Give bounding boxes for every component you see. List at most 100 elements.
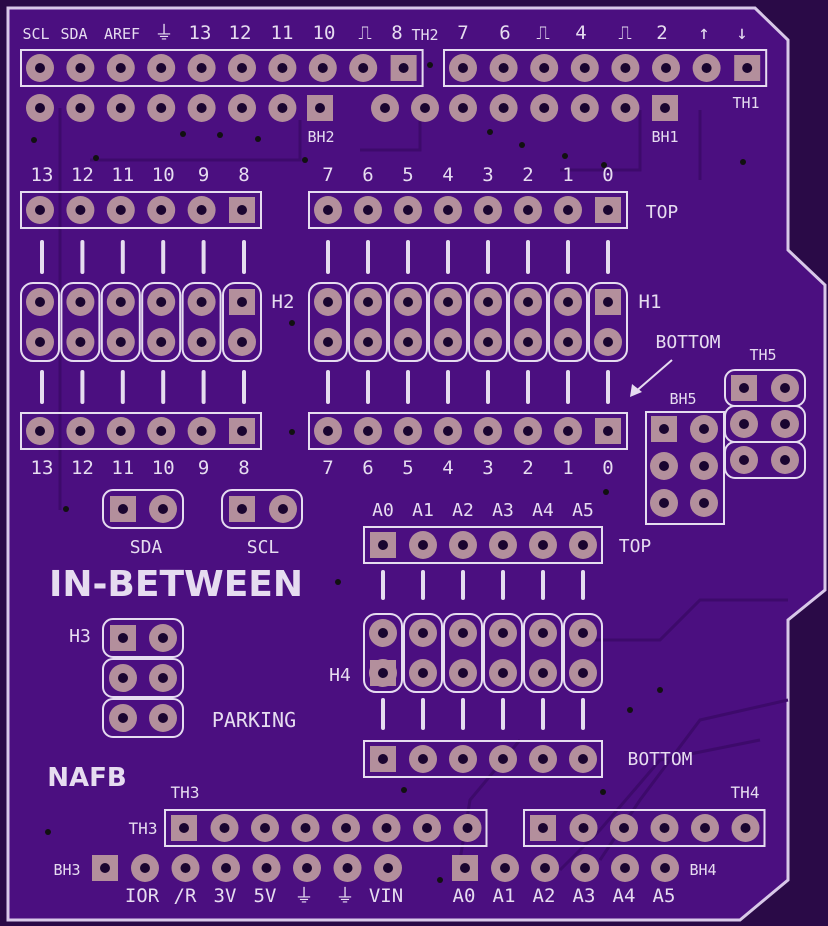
- bh5-pad-l1: [650, 452, 678, 480]
- label-th5: TH5: [749, 346, 776, 364]
- top-header-label-16: 2: [656, 22, 667, 44]
- second-row-right-1: [489, 94, 518, 122]
- pad-drill: [115, 426, 126, 436]
- h4-top-3: [489, 619, 517, 647]
- pad-drill: [523, 337, 533, 347]
- group-left-bottom-label-3: 10: [152, 457, 175, 479]
- pad-drill: [156, 297, 167, 307]
- analog-bottom-row-4: [529, 745, 557, 773]
- h4-bot-3: [489, 659, 517, 687]
- group-right-bottom-row-7: [595, 418, 621, 444]
- via: [289, 429, 295, 435]
- pad-drill: [620, 863, 630, 873]
- th5-pad-r0: [771, 374, 799, 402]
- pad-drill: [578, 823, 589, 833]
- analog-bottom-pad-1: [491, 854, 519, 882]
- dual-cell-outline: [483, 613, 523, 693]
- th5-pad-l0: [731, 375, 757, 401]
- pad-drill: [158, 504, 168, 514]
- th3-header-0: [171, 815, 197, 841]
- h2-top-1: [66, 288, 95, 316]
- second-row-right-3: [570, 94, 599, 122]
- top-right-header-7: [734, 55, 761, 81]
- via: [487, 129, 493, 135]
- bh5-pad-r0: [690, 415, 718, 443]
- group-right-top-label-6: 1: [562, 164, 573, 186]
- pad-drill: [317, 63, 328, 73]
- pad-drill: [579, 63, 590, 73]
- group-left-top-row-1: [66, 196, 95, 224]
- pad-drill: [458, 628, 468, 638]
- th3-header-1: [210, 814, 239, 842]
- power-pad-3: [252, 854, 281, 882]
- via: [255, 136, 261, 142]
- dual-cell-outline: [523, 613, 563, 693]
- pad-drill: [580, 863, 590, 873]
- th4-header-1: [569, 814, 598, 842]
- bottom-analog-label-1: A1: [493, 885, 516, 907]
- header-outline: [20, 191, 262, 229]
- pad-drill: [179, 823, 189, 833]
- trace: [580, 598, 788, 642]
- pad-drill: [620, 63, 631, 73]
- pad-drill: [538, 540, 548, 550]
- pad-drill: [498, 540, 508, 550]
- parking-pad-l2: [109, 704, 137, 732]
- pad-drill: [483, 337, 493, 347]
- pad-drill: [578, 668, 588, 678]
- pad-drill: [603, 337, 613, 347]
- via: [657, 687, 663, 693]
- group-right-top-row-0: [314, 196, 342, 224]
- via: [601, 162, 607, 168]
- parking-pad-l0: [110, 625, 136, 651]
- sda-outline: [102, 489, 184, 529]
- group-right-bottom-label-2: 5: [402, 457, 413, 479]
- h1-bot-3: [434, 328, 462, 356]
- top-header-label-10: TH2: [411, 26, 438, 44]
- pad-drill: [418, 754, 428, 764]
- h1-top-4: [474, 288, 502, 316]
- top-right-header-6: [692, 54, 721, 82]
- pad-drill: [699, 424, 709, 434]
- pad-drill: [237, 426, 247, 436]
- pad-drill: [277, 103, 288, 113]
- label-bottom-1: BOTTOM: [655, 332, 720, 353]
- pad-drill: [659, 823, 670, 833]
- pad-drill: [180, 863, 191, 873]
- top-right-header-1: [489, 54, 518, 82]
- h4-bot-1: [409, 659, 437, 687]
- pad-drill: [458, 540, 468, 550]
- group-left-top-label-5: 8: [238, 164, 249, 186]
- group-right-top-row-3: [434, 196, 462, 224]
- analog-bottom-pad-0: [452, 855, 478, 881]
- h2-top-0: [26, 288, 54, 316]
- group-right-top-row-6: [554, 196, 582, 224]
- bh5-pad-l0: [651, 416, 677, 442]
- parking-pad-r1: [149, 664, 177, 692]
- group-right-bottom-row-2: [394, 417, 422, 445]
- top-header-label-8: ⎍: [358, 22, 371, 44]
- pad-drill: [378, 540, 388, 550]
- pad-drill: [75, 297, 86, 307]
- group-right-bottom-label-4: 3: [482, 457, 493, 479]
- analog-bottom-row-3: [489, 745, 517, 773]
- pad-drill: [538, 823, 548, 833]
- pad-drill: [196, 103, 207, 113]
- group-left-top-row-2: [106, 196, 135, 224]
- group-right-bottom-row-0: [314, 417, 342, 445]
- group-left-top-label-2: 11: [111, 164, 134, 186]
- top-left-header-5: [228, 54, 256, 82]
- analog-top-row-0: [370, 532, 396, 558]
- top-header-label-5: 12: [229, 22, 252, 44]
- top-left-header-0: [26, 54, 54, 82]
- group-left-top-row-0: [26, 196, 54, 224]
- top-right-header-5: [652, 54, 680, 82]
- pad-drill: [483, 297, 493, 307]
- th4-header-0: [530, 815, 556, 841]
- pad-drill: [100, 863, 110, 873]
- power-label-6: VIN: [369, 885, 403, 907]
- pad-drill: [418, 540, 428, 550]
- pad-drill: [115, 63, 126, 73]
- pad-drill: [323, 297, 333, 307]
